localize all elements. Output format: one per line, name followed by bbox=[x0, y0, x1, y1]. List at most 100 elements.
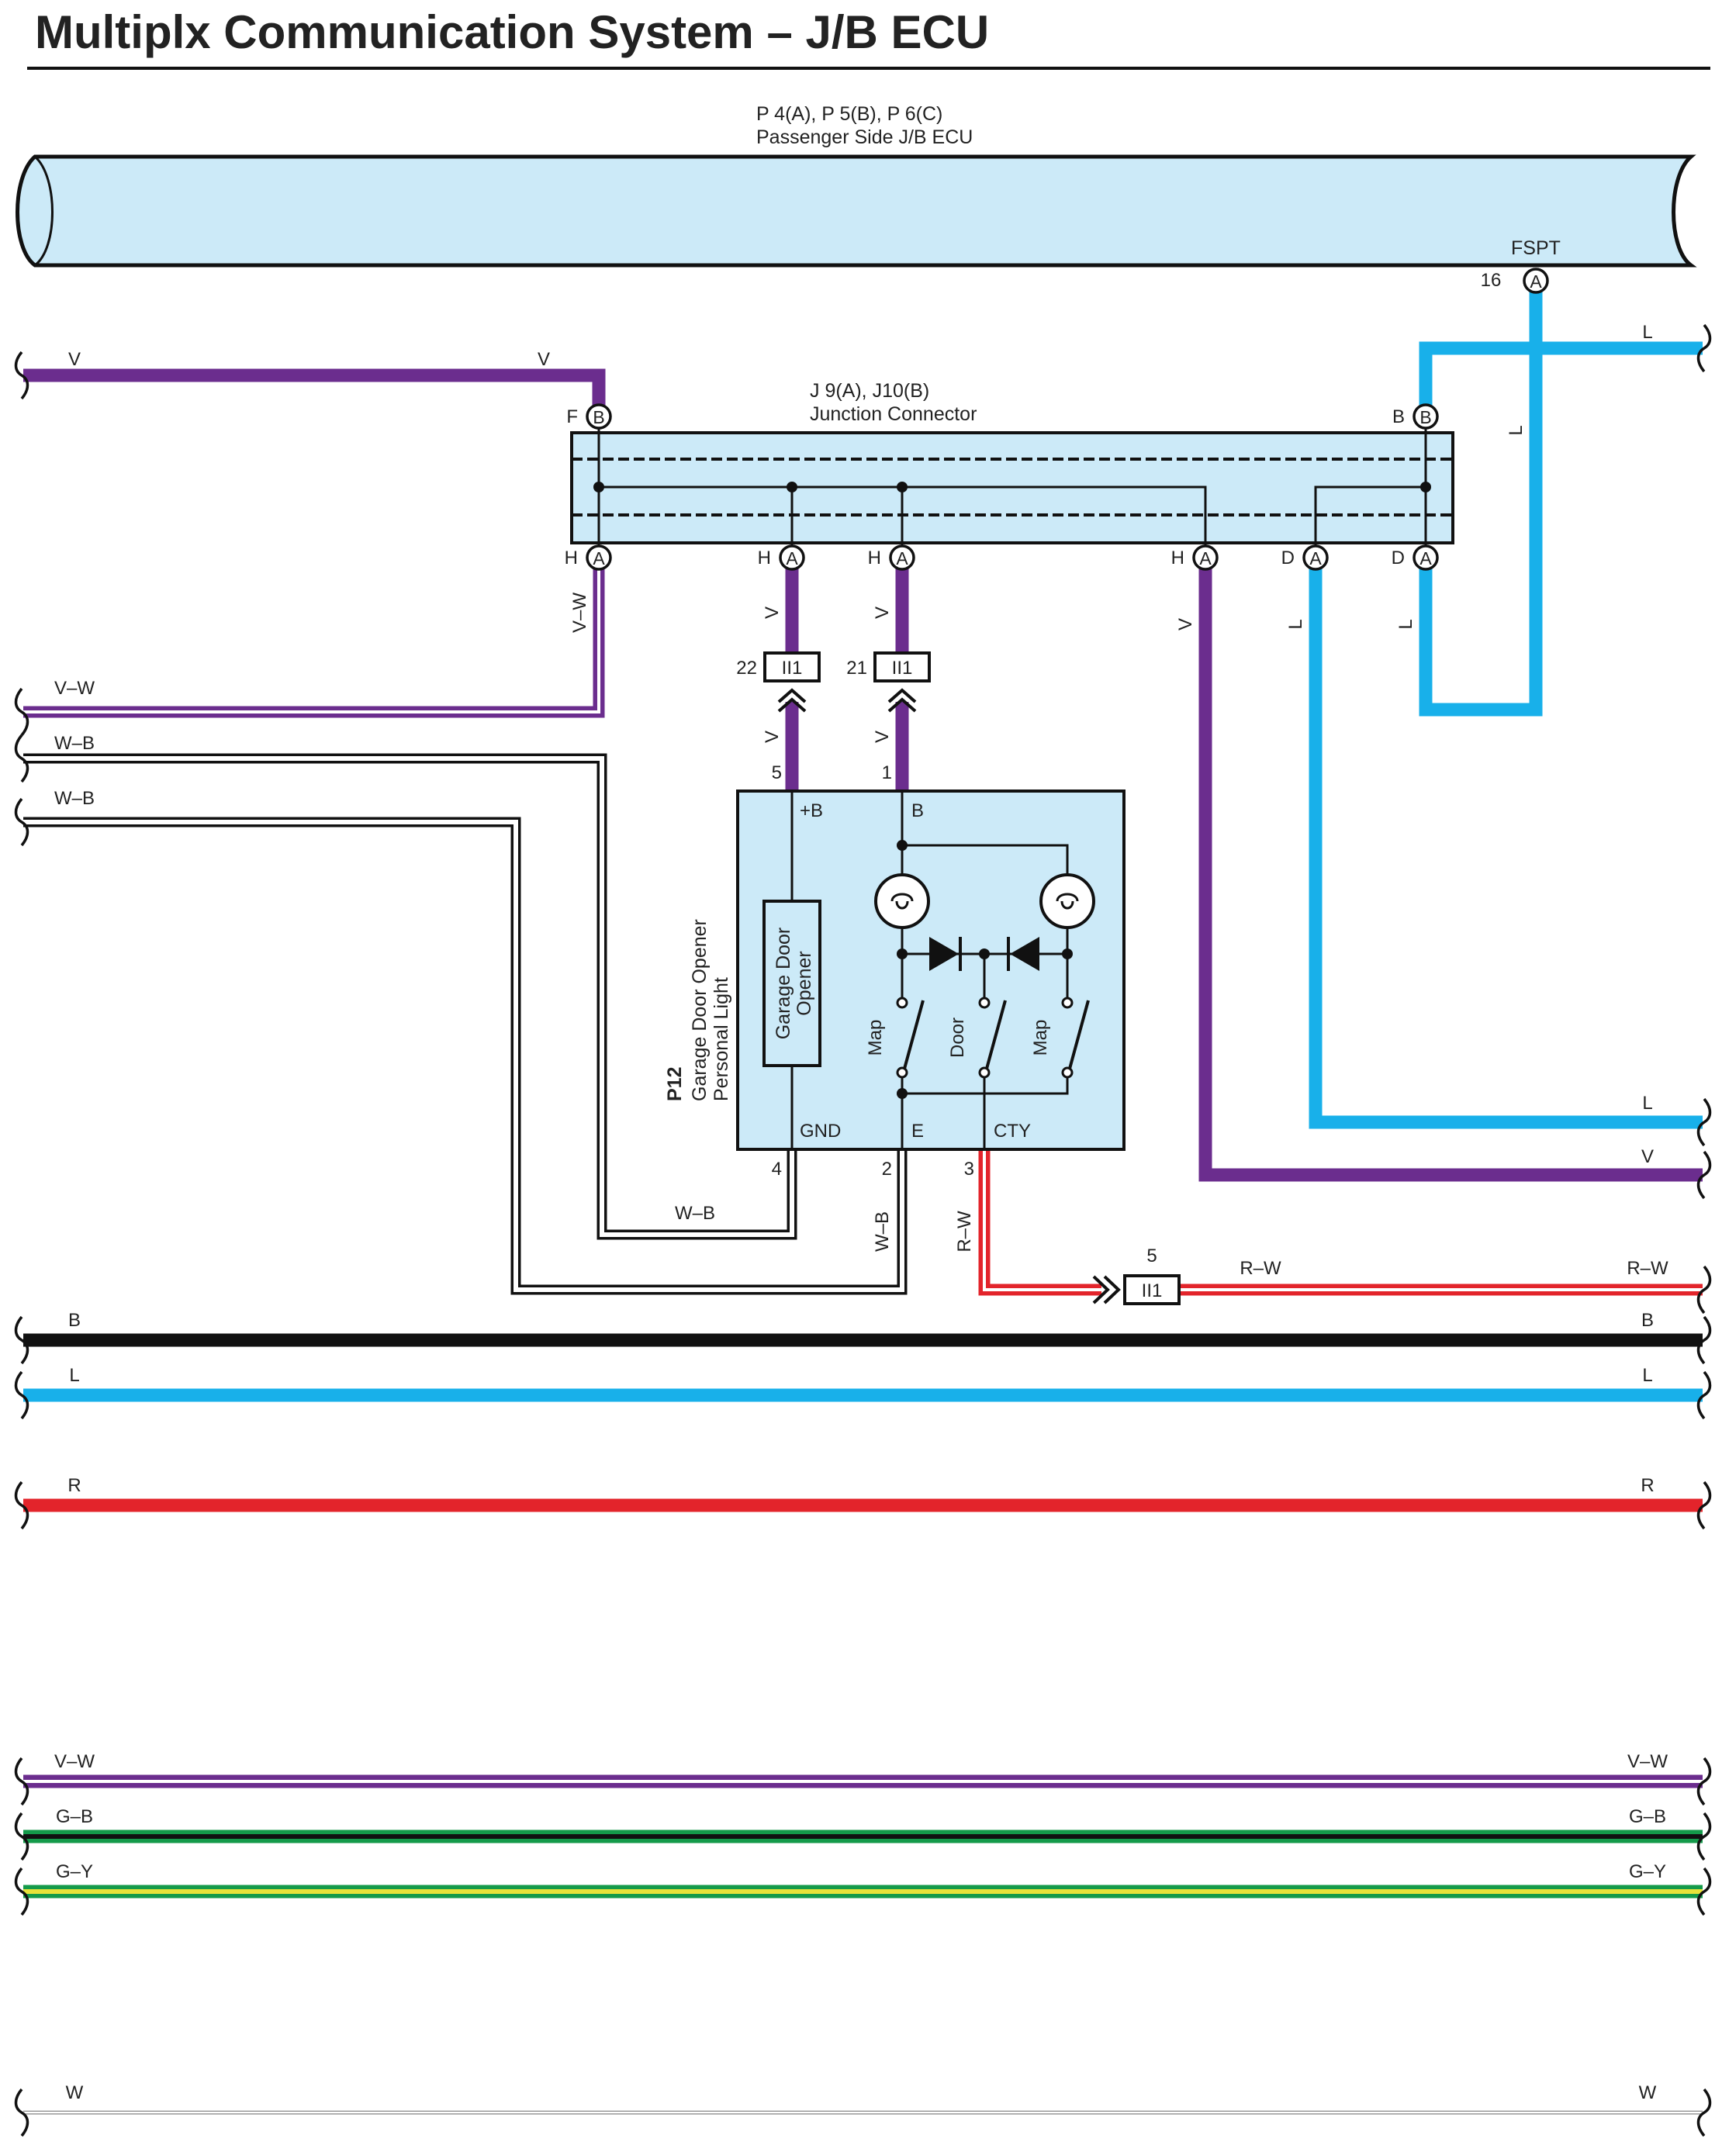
break-right-5 bbox=[1696, 1370, 1712, 1420]
device-dot-lamp-right bbox=[1062, 948, 1073, 959]
junction-pin-h3-letter: H bbox=[868, 548, 881, 568]
bus-6-right-label: W bbox=[1639, 2082, 1657, 2103]
device-pin-b-name: B bbox=[911, 800, 924, 821]
wire-label-da1: L bbox=[1285, 619, 1306, 629]
break-right-2 bbox=[1696, 1150, 1712, 1200]
svg-text:A: A bbox=[1309, 548, 1322, 568]
lamp-right bbox=[1039, 873, 1095, 929]
svg-text:II1: II1 bbox=[892, 658, 913, 679]
wire-label-left-vw: V–W bbox=[54, 678, 95, 699]
diode-right bbox=[1007, 937, 1039, 971]
ecu-code: P 4(A), P 5(B), P 6(C) bbox=[756, 103, 942, 125]
wb1-wire-inner bbox=[23, 756, 794, 1237]
svg-text:A: A bbox=[1199, 548, 1212, 568]
opener-label-1: Garage Door bbox=[773, 928, 794, 1040]
connector-5-pin: 5 bbox=[1146, 1246, 1157, 1266]
wire-label-rw-right2: R–W bbox=[1627, 1258, 1668, 1279]
wire-label-e-wb: W–B bbox=[872, 1211, 893, 1252]
fspt-label: FSPT bbox=[1511, 237, 1561, 259]
junction-dot-1 bbox=[787, 482, 797, 492]
break-left-6 bbox=[14, 1481, 29, 1530]
fspt-pin: 16 bbox=[1481, 270, 1502, 291]
device-name-1: Garage Door Opener bbox=[689, 919, 711, 1101]
break-left-7 bbox=[14, 1757, 29, 1806]
wire-label-pin1: V bbox=[872, 731, 893, 743]
junction-dot-2 bbox=[897, 482, 908, 492]
device-dot-b bbox=[897, 840, 908, 851]
junction-dot-f bbox=[593, 482, 604, 492]
junction-code: J 9(A), J10(B) bbox=[810, 380, 929, 402]
wire-label-pin5: V bbox=[762, 731, 783, 743]
ecu-left-break bbox=[33, 155, 54, 267]
bus-0-right-label: B bbox=[1641, 1310, 1654, 1331]
junction-pin-d1: A bbox=[1302, 544, 1329, 571]
ha4-v-wire bbox=[1198, 568, 1703, 1182]
break-left-4 bbox=[14, 1315, 29, 1365]
bus-3-right-label: V–W bbox=[1627, 1751, 1668, 1772]
junction-pin-h2-letter: H bbox=[758, 548, 771, 568]
connector-22: II1 bbox=[763, 651, 821, 713]
junction-pin-d2: A bbox=[1413, 544, 1439, 571]
device-dot-diode-mid bbox=[979, 948, 990, 959]
bus-3-left-label: V–W bbox=[54, 1751, 95, 1772]
device-pin-e-num: 2 bbox=[882, 1159, 892, 1180]
fspt-pin-circle: A bbox=[1523, 268, 1549, 294]
switch-label-map-left: Map bbox=[865, 1020, 886, 1056]
svg-text:A: A bbox=[1530, 271, 1542, 292]
ha1-vw-wire-outer bbox=[23, 568, 605, 718]
bus-5-right-label: G–Y bbox=[1629, 1861, 1666, 1882]
cty-rw-wire-inner bbox=[983, 1149, 1101, 1291]
break-right-9 bbox=[1696, 1867, 1712, 1916]
wire-label-right-v: V bbox=[1641, 1146, 1654, 1167]
switch-map-right bbox=[1061, 997, 1090, 1079]
bus-3: V–W V–W bbox=[23, 1751, 1703, 1788]
wire-label-da2: L bbox=[1395, 619, 1416, 629]
bus-1-right-label: L bbox=[1642, 1365, 1652, 1386]
wire-label-gnd-wb: W–B bbox=[675, 1203, 715, 1224]
wire-label-ha3: V bbox=[872, 606, 893, 619]
break-left-9 bbox=[14, 1867, 29, 1916]
junction-dot-3 bbox=[1420, 482, 1431, 492]
device-pin-e-name: E bbox=[911, 1121, 924, 1142]
switch-map-left bbox=[896, 997, 925, 1079]
bus-5-left-label: G–Y bbox=[56, 1861, 93, 1882]
break-left-2 bbox=[14, 734, 29, 783]
switch-label-door: Door bbox=[947, 1018, 968, 1058]
junction-pin-d1-letter: D bbox=[1281, 548, 1295, 568]
device-code: P12 bbox=[664, 1067, 686, 1101]
device-pin-gnd-name: GND bbox=[800, 1121, 841, 1142]
ecu-body bbox=[16, 154, 1697, 268]
opener-label-2: Opener bbox=[794, 951, 815, 1015]
break-right-8 bbox=[1696, 1812, 1712, 1861]
cty-rw-wire-outer bbox=[978, 1149, 1101, 1296]
wb2-wire-inner bbox=[23, 820, 904, 1292]
break-left-0 bbox=[14, 351, 29, 400]
wire-label-top-right: L bbox=[1642, 322, 1652, 343]
connector-22-pin: 22 bbox=[736, 658, 757, 679]
break-left-3 bbox=[14, 797, 29, 847]
ecu-name: Passenger Side J/B ECU bbox=[756, 126, 973, 148]
wire-label-ha1: V–W bbox=[569, 593, 590, 633]
wire-label-right-vertical: L bbox=[1506, 425, 1527, 435]
garage-door-opener-block bbox=[762, 900, 821, 1067]
wire-label-left-wb2: W–B bbox=[54, 788, 95, 809]
wb1-wire-outer bbox=[23, 753, 797, 1240]
junction-pin-d2-letter: D bbox=[1392, 548, 1405, 568]
device-pin-pb-num: 5 bbox=[772, 762, 782, 783]
wire-label-ha2: V bbox=[762, 606, 783, 619]
wire-label-right-l: L bbox=[1642, 1093, 1652, 1114]
bus-4-right-label: G–B bbox=[1629, 1806, 1666, 1827]
junction-pin-h1: A bbox=[586, 544, 612, 571]
svg-text:A: A bbox=[896, 548, 908, 568]
break-right-0 bbox=[1696, 323, 1712, 373]
device-pin-cty-name: CTY bbox=[994, 1121, 1031, 1142]
junction-name: Junction Connector bbox=[810, 403, 977, 425]
svg-text:A: A bbox=[593, 548, 605, 568]
svg-text:II1: II1 bbox=[1142, 1280, 1163, 1301]
